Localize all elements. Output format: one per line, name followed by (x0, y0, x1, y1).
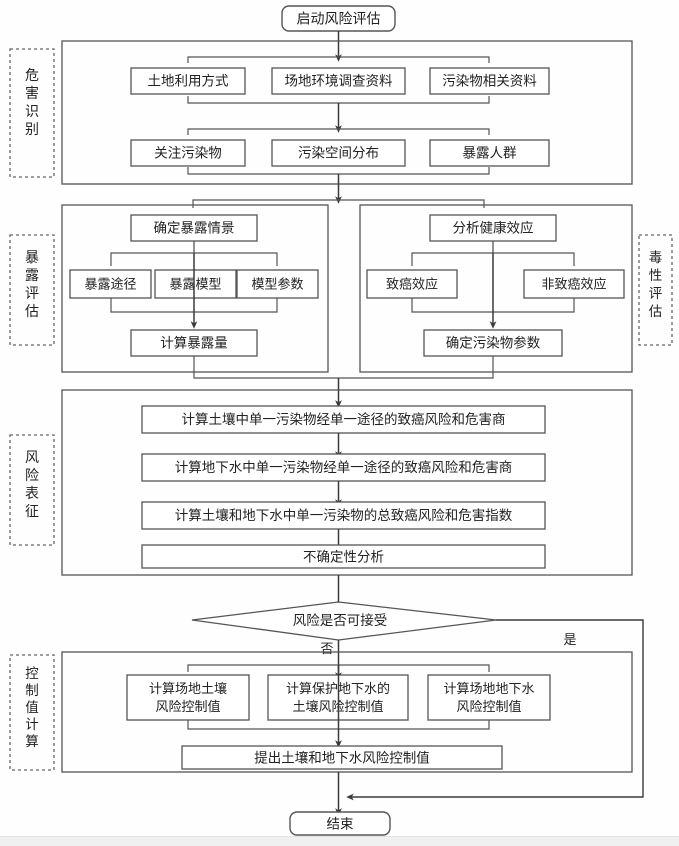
hazard-box-exposed-population: 暴露人群 (429, 139, 550, 167)
stage-label-exposure: 暴露评估 (25, 251, 39, 320)
toxicity-box-carcinogenic-label: 致癌效应 (386, 277, 438, 292)
exposure-box-calculate: 计算暴露量 (130, 329, 258, 357)
control-box-site-groundwater: 计算场地地下水 风险控制值 (427, 674, 551, 721)
bracket-hazard-row1-bottom (187, 96, 490, 104)
hazard-box-contaminant-data-label: 污染物相关资料 (442, 74, 537, 89)
toxicity-box-health-effects: 分析健康效应 (429, 214, 557, 242)
toxicity-box-contaminant-params-label: 确定污染物参数 (446, 335, 541, 351)
risk-step-groundwater-single: 计算地下水中单一污染物经单一途径的致癌风险和危害商 (141, 453, 546, 482)
stage-label-box-hazard (9, 48, 55, 178)
control-box-site-soil-line1: 计算场地土壤 (149, 681, 227, 696)
exposure-box-model-label: 暴露模型 (169, 277, 221, 292)
section-toxicity-assessment (359, 204, 633, 373)
exposure-box-model-params: 模型参数 (236, 269, 319, 299)
risk-step-uncertainty-label: 不确定性分析 (303, 550, 384, 565)
end-node: 结束 (289, 811, 391, 836)
exposure-box-pathway-label: 暴露途径 (84, 277, 136, 292)
risk-step-soil-single: 计算土壤中单一污染物经单一途径的致癌风险和危害商 (141, 405, 546, 434)
bracket-stage2-top (192, 199, 485, 208)
start-node: 启动风险评估 (281, 5, 396, 32)
bracket-hazard-row2-bottom (187, 167, 490, 175)
toxicity-box-health-effects-label: 分析健康效应 (453, 220, 534, 236)
stage-label-toxicity: 毒性评估 (649, 250, 663, 319)
risk-step-uncertainty: 不确定性分析 (141, 544, 546, 569)
edge-decision-yes-to-end (346, 619, 644, 801)
section-control-value-calculation (61, 651, 633, 773)
hazard-box-contaminant-data: 污染物相关资料 (429, 67, 550, 95)
exposure-box-calculate-label: 计算暴露量 (160, 336, 228, 351)
risk-step-groundwater-single-label: 计算地下水中单一污染物经单一途径的致癌风险和危害商 (175, 459, 513, 475)
exposure-box-scenario: 确定暴露情景 (130, 214, 258, 242)
bracket-hazard-row1-top (187, 56, 490, 63)
section-risk-characterization (61, 389, 633, 576)
section-hazard-identification (61, 40, 633, 185)
exposure-box-model: 暴露模型 (154, 269, 237, 299)
control-box-site-groundwater-line2: 风险控制值 (456, 699, 521, 714)
start-node-label: 启动风险评估 (297, 12, 381, 28)
hazard-box-site-survey: 场地环境调查资料 (271, 67, 406, 95)
hazard-box-target-contaminants-label: 关注污染物 (154, 146, 222, 161)
toxicity-box-non-carcinogenic: 非致癌效应 (523, 269, 625, 299)
stage-label-box-risk (9, 434, 55, 546)
exposure-box-model-params-label: 模型参数 (251, 277, 303, 292)
decision-risk-acceptable-label: 风险是否可接受 (293, 612, 388, 628)
stage-label-box-exposure (9, 234, 55, 346)
decision-branch-no-label: 否 (320, 641, 333, 656)
stage-label-box-toxicity (638, 234, 673, 346)
exposure-box-scenario-label: 确定暴露情景 (154, 221, 235, 236)
hazard-box-exposed-population-label: 暴露人群 (463, 146, 517, 161)
section-exposure-assessment (61, 204, 329, 373)
control-box-site-groundwater-line1: 计算场地地下水 (443, 681, 534, 696)
end-node-label: 结束 (327, 817, 354, 832)
toxicity-box-carcinogenic: 致癌效应 (366, 269, 458, 299)
decision-risk-acceptable: 风险是否可接受 (191, 601, 497, 641)
page-bottom-bar (0, 836, 679, 846)
stage-label-control: 控制值计算 (25, 666, 39, 749)
hazard-box-spatial-distribution-label: 污染空间分布 (298, 146, 379, 161)
bracket-hazard-row2-top (187, 128, 490, 135)
hazard-box-site-survey-label: 场地环境调查资料 (285, 74, 393, 89)
hazard-box-target-contaminants: 关注污染物 (130, 139, 246, 167)
hazard-box-spatial-distribution: 污染空间分布 (271, 139, 406, 167)
control-box-site-soil: 计算场地土壤 风险控制值 (126, 674, 250, 721)
hazard-box-land-use: 土地利用方式 (130, 67, 246, 95)
toxicity-box-contaminant-params: 确定污染物参数 (423, 329, 563, 357)
bracket-stage2-merge (193, 356, 494, 379)
toxicity-box-non-carcinogenic-label: 非致癌效应 (541, 277, 606, 292)
stage-label-hazard: 危害识别 (25, 68, 39, 138)
hazard-box-land-use-label: 土地利用方式 (148, 74, 229, 89)
risk-step-total-label: 计算土壤和地下水中单一污染物的总致癌风险和危害指数 (175, 507, 513, 523)
stage-label-risk: 风险表征 (25, 451, 39, 520)
risk-step-total: 计算土壤和地下水中单一污染物的总致癌风险和危害指数 (141, 501, 546, 530)
control-box-site-soil-line2: 风险控制值 (155, 699, 220, 714)
stage-label-box-control (9, 654, 55, 771)
exposure-box-pathway: 暴露途径 (69, 269, 152, 299)
control-box-output: 提出土壤和地下水风险控制值 (181, 745, 503, 770)
control-box-output-label: 提出土壤和地下水风险控制值 (254, 750, 430, 766)
decision-branch-yes-label: 是 (563, 632, 576, 647)
risk-step-soil-single-label: 计算土壤中单一污染物经单一途径的致癌风险和危害商 (182, 411, 506, 427)
